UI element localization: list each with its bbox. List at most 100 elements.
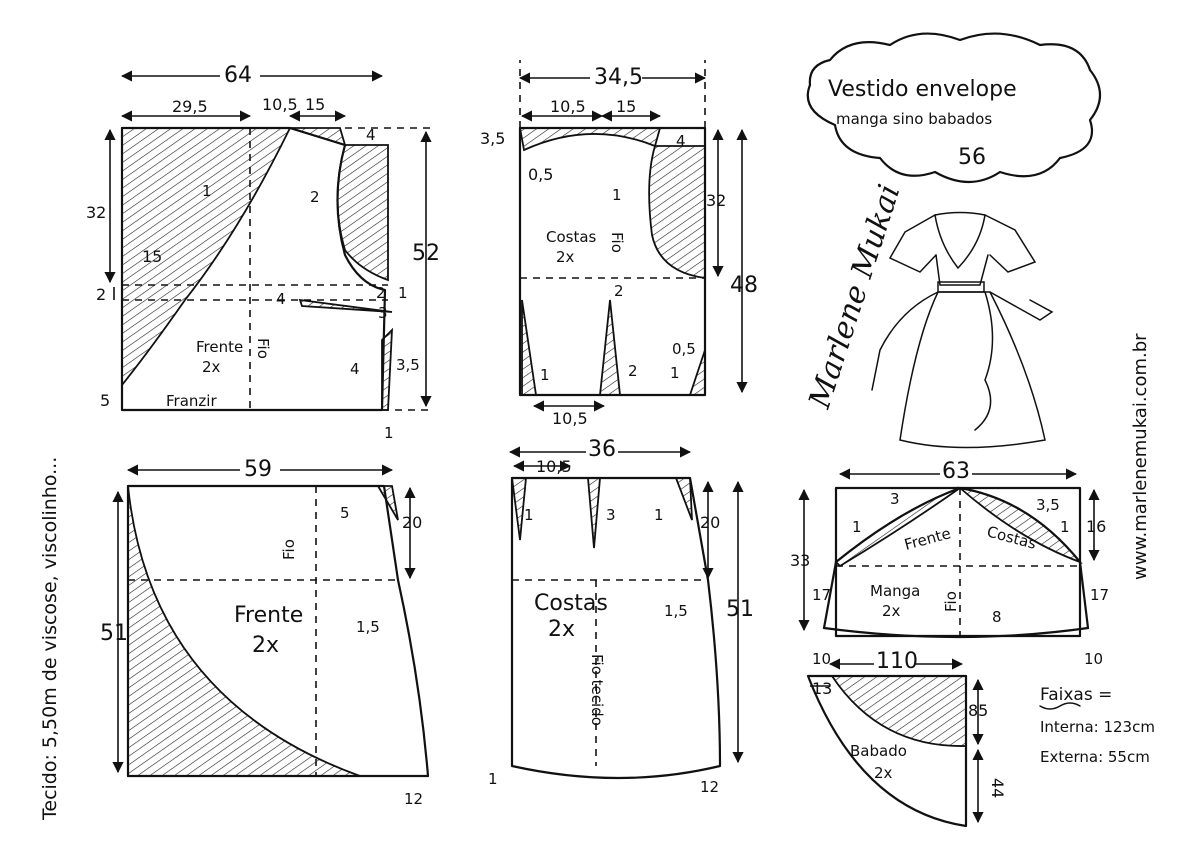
back-bodice-armhole-hatch	[648, 145, 706, 280]
front-bodice-mark-7: 4	[350, 360, 360, 378]
front-bodice-mark-4: 4	[366, 126, 376, 144]
back-skirt-grain: Fio tecido	[588, 654, 606, 726]
ruffle-left: 13	[812, 679, 832, 698]
front-bodice-mark-6: 3	[378, 304, 388, 322]
straps-heading: Faixas =	[1040, 685, 1112, 705]
front-bodice-mark-10: 1	[384, 424, 394, 442]
front-skirt-mark-1: 5	[340, 504, 350, 522]
front-bodice-seg-a: 29,5	[172, 97, 208, 116]
sleeve-hem	[822, 626, 1090, 639]
cloud-outline	[806, 32, 1102, 183]
front-bodice-bottom-left: 5	[100, 391, 110, 410]
sleeve-height: 33	[790, 551, 810, 570]
title-cloud: Vestido envelope manga sino babados 56	[806, 32, 1102, 183]
front-bodice-height-left: 32	[86, 203, 106, 222]
front-bodice-neck-hatch	[121, 127, 292, 388]
back-bodice-seg-a: 10,5	[550, 97, 586, 116]
fabric-note: Tecido: 5,50m de viscose, viscolinho...	[39, 457, 61, 821]
back-bodice-piece: 34,5 10,5 15 3,5 0,5 32 48 Costas 2x Fio…	[480, 60, 758, 428]
back-skirt-width: 36	[588, 437, 616, 462]
front-bodice-count: 2x	[202, 358, 221, 376]
back-skirt-left-dart	[510, 477, 527, 541]
sleeve-mark-4: 1	[1060, 518, 1070, 536]
back-bodice-mark-4: 2	[614, 282, 624, 300]
back-skirt-height: 51	[726, 597, 754, 622]
straps-inner: Interna: 123cm	[1040, 718, 1155, 736]
front-bodice-piece: 64 29,5 10,5 15 32 52 2 15 5 Frente 2x F…	[86, 62, 440, 442]
back-bodice-mark-1: 1	[612, 186, 622, 204]
ruffle-height-a: 85	[968, 701, 988, 720]
front-bodice-width: 64	[224, 63, 252, 88]
front-skirt-outline	[126, 484, 430, 778]
front-bodice-label: Frente	[196, 338, 243, 356]
back-skirt-mark-4: 1,5	[664, 602, 688, 620]
back-bodice-left-dart	[521, 299, 538, 396]
back-bodice-height-right: 32	[706, 191, 726, 210]
front-bodice-shoulder-hatch	[289, 127, 347, 147]
back-skirt-outline	[510, 476, 722, 780]
back-bodice-seg-b: 15	[616, 97, 636, 116]
sleeve-mark-9: 10	[1084, 650, 1103, 668]
back-bodice-grain: Fio	[608, 232, 626, 253]
back-bodice-bottom: 10,5	[552, 409, 588, 428]
title-line-1: Vestido envelope	[828, 77, 1017, 102]
back-bodice-label: Costas	[546, 228, 597, 246]
front-bodice-mark-3: 4	[276, 290, 286, 308]
sleeve-mark-7: 17	[1090, 586, 1109, 604]
back-skirt-right-top: 20	[700, 513, 720, 532]
title-size: 56	[958, 145, 986, 170]
back-skirt-label: Costas	[534, 591, 608, 616]
front-bodice-height-right: 52	[412, 241, 440, 266]
back-bodice-left-small: 0,5	[528, 165, 553, 184]
back-skirt-center-dart	[587, 477, 601, 549]
sleeve-piece: 63 33 16 Manga 2x Fio Frente Costas 3 3,…	[790, 459, 1109, 668]
front-bodice-grain: Fio	[254, 338, 272, 359]
front-bodice-bottom-note: Franzir	[166, 392, 217, 410]
sleeve-mark-1: 3	[890, 490, 900, 508]
front-bodice-mark-8: 1	[398, 284, 408, 302]
back-bodice-count: 2x	[556, 248, 575, 266]
ruffle-width: 110	[876, 649, 918, 674]
back-skirt-seg-a: 10,5	[536, 457, 572, 476]
sleeve-count: 2x	[882, 602, 901, 620]
back-bodice-height-total: 48	[730, 273, 758, 298]
sleeve-mark-5: 8	[992, 608, 1002, 626]
front-skirt-curve-hatch	[127, 485, 361, 777]
front-bodice-seg-c: 15	[305, 95, 325, 114]
ruffle-piece: 110 85 44 13 Babado 2x	[806, 649, 1007, 828]
front-skirt-count: 2x	[252, 633, 279, 658]
back-skirt-mark-5: 1	[488, 770, 498, 788]
back-bodice-left-top: 3,5	[480, 129, 505, 148]
front-bodice-armhole-hatch	[336, 144, 389, 282]
front-skirt-grain: Fio	[280, 539, 298, 560]
front-bodice-dart	[298, 298, 393, 313]
ruffle-label: Babado	[850, 742, 907, 760]
front-skirt-mark-2: 1,5	[356, 618, 380, 636]
front-skirt-right-top: 20	[402, 513, 422, 532]
back-bodice-neck-hatch	[518, 127, 662, 152]
website-url: www.marlenemukai.com.br	[1130, 333, 1151, 580]
front-bodice-mark-1: 1	[202, 182, 212, 200]
back-skirt-mark-1: 1	[524, 506, 534, 524]
back-skirt-count: 2x	[548, 617, 575, 642]
front-skirt-side-hatch	[376, 485, 399, 521]
front-bodice-seg-b: 10,5	[262, 95, 298, 114]
sleeve-right-top: 16	[1086, 517, 1106, 536]
back-skirt-piece: 36 10,5 20 51 Costas 2x Fio tecido 1 3 1…	[488, 437, 754, 796]
back-skirt-right-dart	[674, 477, 693, 521]
sleeve-width: 63	[942, 459, 970, 484]
sleeve-mark-3: 1	[852, 518, 862, 536]
front-bodice-mark-9: 3,5	[396, 356, 420, 374]
ruffle-count: 2x	[874, 764, 893, 782]
ruffle-height-b: 44	[988, 778, 1007, 798]
front-bodice-side-hatch	[381, 327, 394, 411]
back-bodice-center-dart	[599, 299, 621, 396]
back-bodice-mark-7: 0,5	[672, 340, 696, 358]
sleeve-label: Manga	[870, 582, 920, 600]
back-skirt-mark-3: 1	[654, 506, 664, 524]
front-bodice-angle: 15	[142, 247, 162, 266]
sleeve-mark-8: 10	[812, 650, 831, 668]
front-bodice-mark-5: 2	[376, 284, 386, 302]
